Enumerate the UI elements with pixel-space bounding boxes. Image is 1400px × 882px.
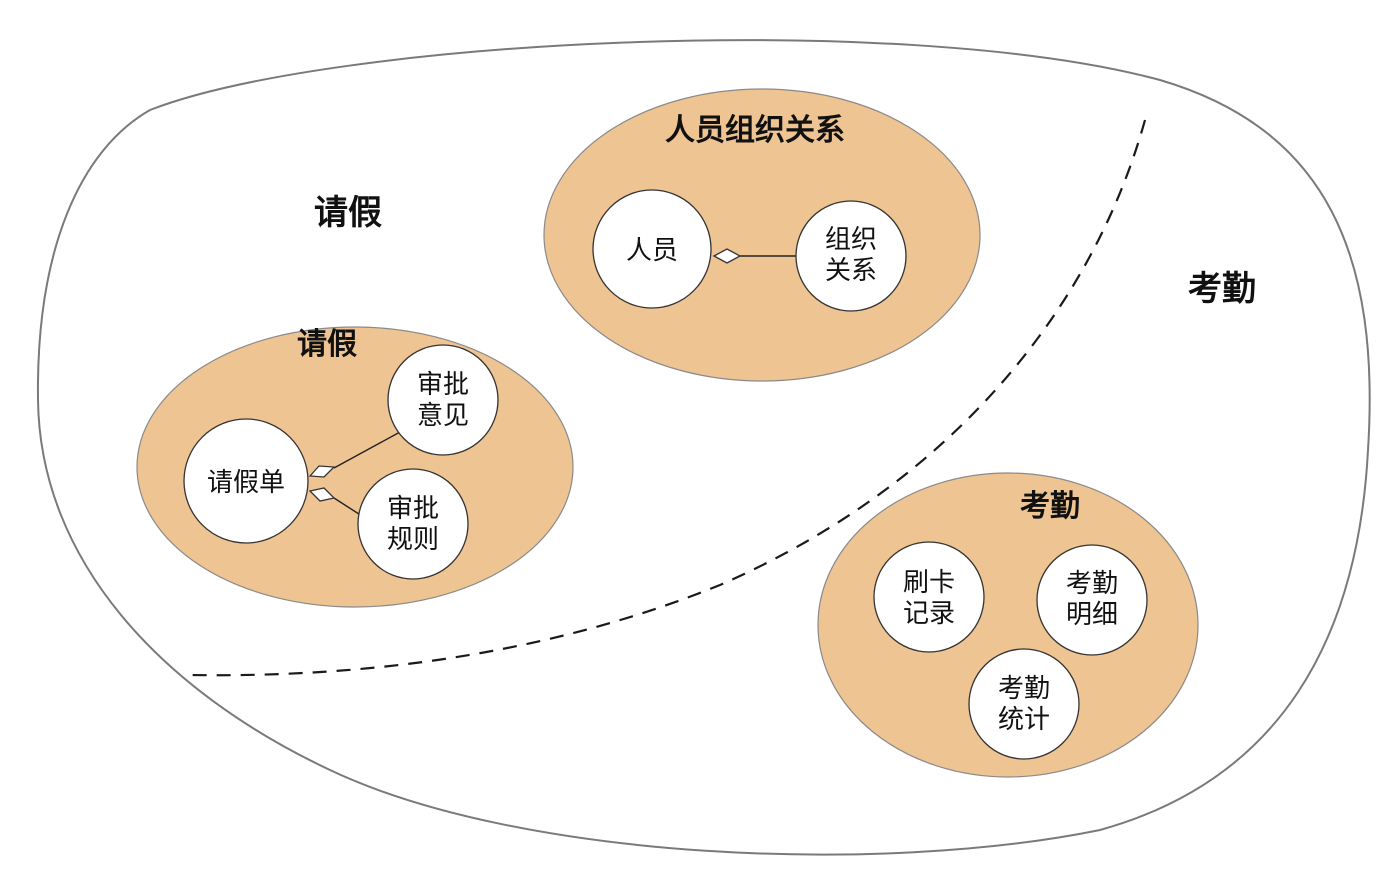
entity-attendance-detail-circle bbox=[1036, 544, 1148, 656]
entity-approval-opinion-line1: 审批 bbox=[417, 370, 469, 400]
entity-approval-opinion-circle bbox=[387, 344, 499, 456]
entity-org-relation-line1: 组织 bbox=[825, 225, 877, 255]
entity-attendance-stats-line1: 考勤 bbox=[998, 674, 1050, 704]
leave-diamond-rule bbox=[308, 487, 336, 502]
entity-leave-form: 请假单 bbox=[183, 418, 309, 544]
domain-label-leave: 请假 bbox=[314, 193, 382, 233]
entity-approval-rule-line2: 规则 bbox=[387, 525, 439, 555]
entity-org-relation-circle bbox=[795, 200, 907, 312]
entity-card-record: 刷卡 记录 bbox=[873, 541, 985, 653]
entity-attendance-detail-line2: 明细 bbox=[1066, 600, 1118, 630]
entity-org-relation-line2: 关系 bbox=[825, 256, 877, 286]
entity-attendance-detail: 考勤 明细 bbox=[1036, 544, 1148, 656]
entity-attendance-stats: 考勤 统计 bbox=[968, 648, 1080, 760]
entity-person: 人员 bbox=[592, 189, 712, 309]
entity-approval-opinion-line2: 意见 bbox=[417, 401, 469, 431]
entity-leave-form-label: 请假单 bbox=[207, 468, 285, 498]
leave-line-rule bbox=[333, 497, 363, 517]
context-attendance-title: 考勤 bbox=[1020, 489, 1080, 524]
entity-card-record-circle bbox=[873, 541, 985, 653]
entity-card-record-line1: 刷卡 bbox=[903, 568, 955, 598]
entity-approval-opinion: 审批 意见 bbox=[387, 344, 499, 456]
context-leave-title: 请假 bbox=[297, 327, 357, 362]
context-org-title: 人员组织关系 bbox=[665, 113, 845, 148]
entity-approval-rule: 审批 规则 bbox=[357, 468, 469, 580]
entity-org-relation: 组织 关系 bbox=[795, 200, 907, 312]
context-attendance: 考勤 刷卡 记录 考勤 明细 考勤 统计 bbox=[817, 472, 1199, 778]
entity-approval-rule-line1: 审批 bbox=[387, 494, 439, 524]
entity-approval-rule-circle bbox=[357, 468, 469, 580]
context-leave: 请假 请假单 审批 意见 审批 规则 bbox=[136, 326, 574, 608]
leave-line-opinion bbox=[333, 431, 401, 469]
subdomain-divider bbox=[189, 119, 1147, 677]
entity-attendance-stats-line2: 统计 bbox=[998, 705, 1050, 735]
entity-attendance-stats-circle bbox=[968, 648, 1080, 760]
entity-leave-form-circle bbox=[183, 418, 309, 544]
entity-person-circle bbox=[592, 189, 712, 309]
entity-attendance-detail-line1: 考勤 bbox=[1066, 569, 1118, 599]
entity-card-record-line2: 记录 bbox=[903, 599, 955, 629]
leave-diamond-opinion bbox=[308, 465, 336, 478]
entity-person-label: 人员 bbox=[626, 236, 678, 266]
org-aggregation-diamond bbox=[712, 248, 742, 264]
context-org: 人员组织关系 人员 组织 关系 bbox=[543, 88, 981, 382]
domain-label-attendance: 考勤 bbox=[1188, 269, 1256, 309]
